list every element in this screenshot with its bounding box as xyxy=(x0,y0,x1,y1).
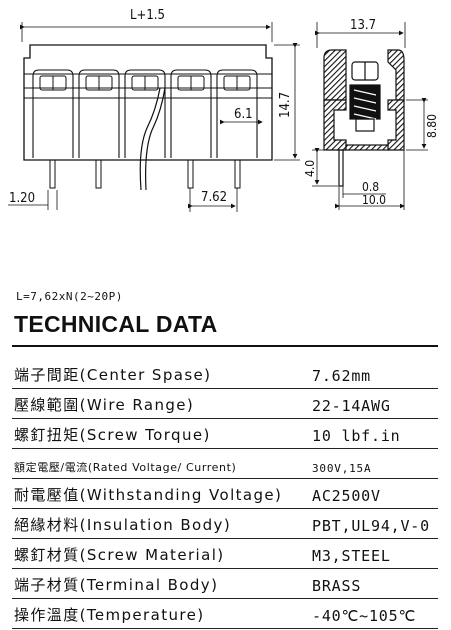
dim-pitch: 7.62 xyxy=(201,190,227,205)
spec-value: 300V,15A xyxy=(312,462,372,475)
spec-row-withstanding-voltage: 耐電壓值(Withstanding Voltage) AC2500V xyxy=(12,479,438,509)
dim-terminal-width: 6.1 xyxy=(234,107,253,122)
spec-value: PBT,UL94,V-0 xyxy=(312,517,430,535)
spec-row-screw-material: 螺釘材質(Screw Material) M3,STEEL xyxy=(12,539,438,569)
dim-base-width: 10.0 xyxy=(362,193,386,207)
spec-label: 螺釘材質(Screw Material) xyxy=(14,546,225,564)
spec-value: -40℃~105℃ xyxy=(312,607,417,625)
spec-row-center-spacing: 端子間距(Center Spase) 7.62mm xyxy=(12,359,438,389)
spec-row-terminal-body: 端子材質(Terminal Body) BRASS xyxy=(12,569,438,599)
page-title: TECHNICAL DATA xyxy=(14,311,218,337)
spec-value: 22-14AWG xyxy=(312,397,391,415)
spec-row-temperature: 操作溫度(Temperature) -40℃~105℃ xyxy=(12,599,438,629)
spec-table: 端子間距(Center Spase) 7.62mm 壓線範圍(Wire Rang… xyxy=(12,359,438,629)
spec-label: 壓線範圍(Wire Range) xyxy=(14,396,195,414)
dim-pin-width: 1.20 xyxy=(9,191,35,206)
heading-rule xyxy=(12,345,438,347)
spec-row-rated-voltage-current: 額定電壓/電流(Rated Voltage/ Current) 300V,15A xyxy=(12,449,438,479)
spec-row-insulation-body: 絕緣材料(Insulation Body) PBT,UL94,V-0 xyxy=(12,509,438,539)
spec-label: 螺釘扭矩(Screw Torque) xyxy=(14,426,211,444)
technical-drawing: L+1.5 14.7 6.1 1.20 7.62 xyxy=(8,8,439,212)
spec-label: 操作溫度(Temperature) xyxy=(14,606,205,624)
dim-overall-length: L+1.5 xyxy=(130,8,165,23)
spec-label: 端子間距(Center Spase) xyxy=(14,366,212,384)
spec-label: 絕緣材料(Insulation Body) xyxy=(14,516,232,534)
dim-pin-length: 4.0 xyxy=(303,160,317,177)
front-view xyxy=(8,22,300,212)
spec-value: M3,STEEL xyxy=(312,547,391,565)
dim-side-height: 8.80 xyxy=(425,114,439,138)
dim-pin-thickness: 0.8 xyxy=(362,180,379,194)
spec-value: 7.62mm xyxy=(312,367,371,385)
spec-value: 10 lbf.in xyxy=(312,427,401,445)
dim-side-width: 13.7 xyxy=(350,18,376,33)
spec-row-wire-range: 壓線範圍(Wire Range) 22-14AWG xyxy=(12,389,438,419)
spec-label: 端子材質(Terminal Body) xyxy=(14,576,219,594)
spec-label: 耐電壓值(Withstanding Voltage) xyxy=(14,486,283,504)
spec-value: AC2500V xyxy=(312,487,381,505)
dim-height: 14.7 xyxy=(278,92,293,118)
spec-value: BRASS xyxy=(312,577,362,595)
spec-label: 額定電壓/電流(Rated Voltage/ Current) xyxy=(14,461,237,474)
length-formula: L=7,62xN(2~20P) xyxy=(16,290,123,303)
side-view xyxy=(312,22,428,210)
spec-row-screw-torque: 螺釘扭矩(Screw Torque) 10 lbf.in xyxy=(12,419,438,449)
